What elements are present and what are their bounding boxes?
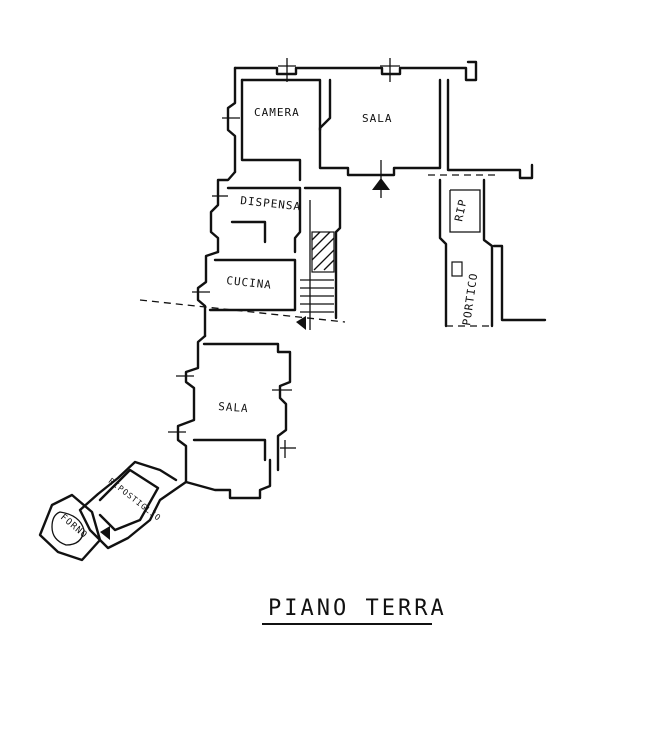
window-markers [168,58,400,458]
room-label-dispensa: DISPENSA [240,194,302,213]
stair-hatch [300,231,335,313]
room-label-rip: RIP [452,198,469,223]
entrance-arrow-icon [100,160,390,540]
plan-title: PIANO TERRA [268,596,447,621]
room-label-cucina: CUCINA [226,274,273,292]
room-label-ripostiglio: RIPOSTIGLIO [107,476,163,522]
room-label-portico: PORTICO [460,272,480,327]
room-label-sala-upper: SALA [362,112,393,125]
portico-pillar [451,261,463,277]
room-label-camera: CAMERA [254,106,300,119]
building-walls [38,60,547,562]
room-label-sala-lower: SALA [218,400,249,415]
section-cut-line [139,299,346,323]
